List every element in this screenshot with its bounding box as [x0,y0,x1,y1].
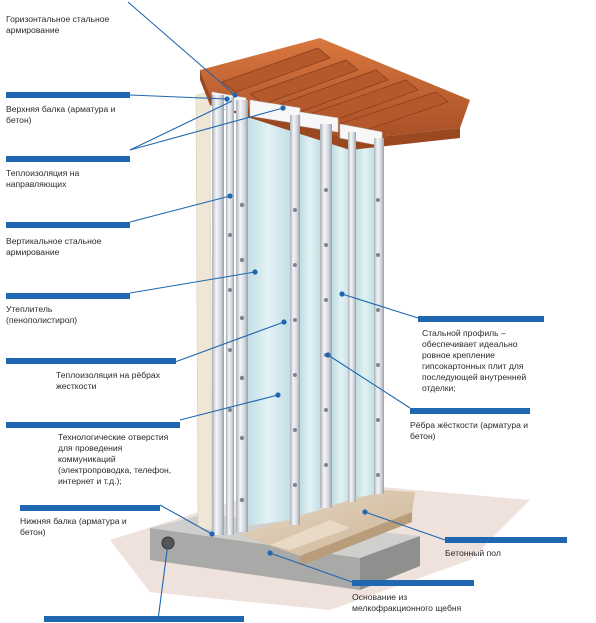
label-concrete-floor: Бетонный пол [445,548,501,558]
bar-gravel-bottom [44,616,244,622]
bar-guide-insulation [6,156,130,162]
bar-concrete-floor [445,537,567,543]
bar-vertical-reinforcement [6,222,130,228]
label-horizontal-reinforcement: Горизонтальное стальное армирование [6,14,110,35]
bar-insulation [6,293,130,299]
label-tech-holes: Технологические отверстия для проведения… [58,432,172,486]
tech-holes [228,188,380,503]
callout-lines [127,1,446,621]
bar-rib-insulation [6,358,176,364]
label-vertical-reinforcement: Вертикальное стальное армирование [6,236,102,257]
bar-top-beam [6,92,130,98]
label-gravel-base: Основание из мелкофракционного щебня [352,592,462,613]
label-steel-profile: Стальной профиль – обеспечивает идеально… [422,328,527,393]
wall-left-face [195,91,213,531]
bar-bottom-beam [20,505,160,511]
insulation-panels [246,112,374,526]
label-bottom-beam: Нижняя балка (арматура и бетон) [20,516,127,537]
bar-gravel-base [352,580,474,586]
horizontal-reinforcement-shape [200,38,470,150]
label-top-beam: Верхняя балка (арматура и бетон) [6,104,116,125]
label-guide-insulation: Теплоизоляция на направляющих [6,168,80,189]
concrete-floor-shape [240,490,415,566]
label-insulation: Утеплитель (пенополистирол) [6,304,78,325]
bar-steel-profile [418,316,544,322]
callout-dots [209,92,368,556]
label-stiff-ribs: Рёбра жёсткости (арматура и бетон) [410,420,529,441]
label-rib-insulation: Теплоизоляция на рёбрах жесткости [56,370,161,391]
bar-stiff-ribs [410,408,530,414]
bar-tech-holes [6,422,180,428]
